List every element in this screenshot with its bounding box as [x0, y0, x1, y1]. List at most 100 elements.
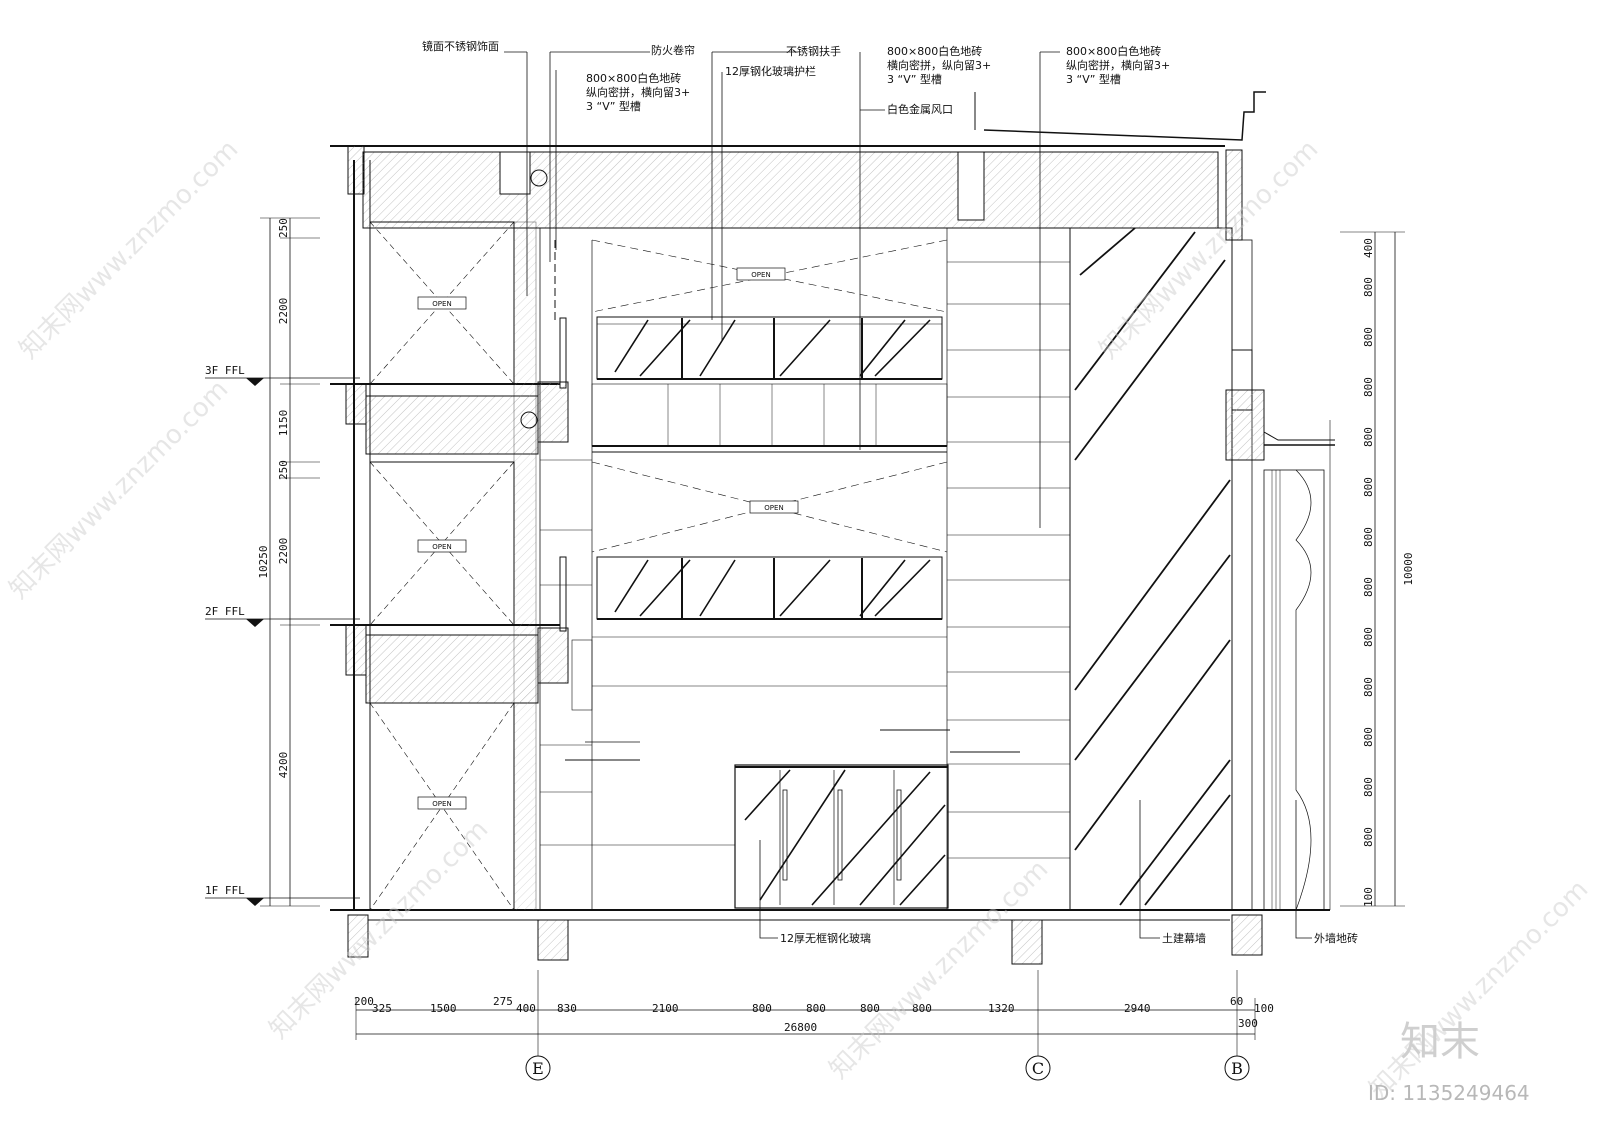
dim-bottom-13: 60	[1230, 995, 1243, 1008]
slab-2f	[330, 624, 569, 704]
dim-bottom-9: 800	[860, 1002, 880, 1015]
svg-text:知末网www.znzmo.com: 知末网www.znzmo.com	[1364, 874, 1595, 1105]
open-label-3: OPEN	[417, 796, 467, 810]
dim-right-13: 100	[1362, 887, 1375, 907]
svg-text:E: E	[532, 1059, 544, 1078]
mirror-steel-strip	[513, 169, 556, 911]
dim-right-10: 800	[1362, 727, 1375, 747]
label-tile-left-1: 800×800白色地砖	[586, 71, 681, 85]
label-tile-center-1: 800×800白色地砖	[887, 44, 982, 58]
open-label-2: OPEN	[417, 539, 467, 553]
bottom-dimension-chain: 200 325 1500 275 400 830 2100 800 800 80…	[354, 995, 1274, 1040]
dim-right-12: 800	[1362, 827, 1375, 847]
label-tile-right-1: 800×800白色地砖	[1066, 44, 1161, 58]
dim-left-total: 10250	[257, 545, 270, 578]
label-tile-center-2: 横向密拼，纵向留3+	[887, 58, 991, 72]
top-slab	[330, 145, 1225, 229]
svg-text:知末网www.znzmo.com: 知末网www.znzmo.com	[4, 374, 235, 605]
label-tile-right-3: 3 “V” 型槽	[1066, 72, 1121, 86]
frameless-glass-doors	[734, 764, 949, 909]
dim-bottom-sub: 300	[1238, 1017, 1258, 1030]
dim-right-5: 800	[1362, 477, 1375, 497]
dim-bottom-7: 800	[752, 1002, 772, 1015]
label-steel-handle: 不锈钢扶手	[786, 44, 841, 58]
dim-right-0: 400	[1362, 238, 1375, 258]
dim-bottom-1: 325	[372, 1002, 392, 1015]
dim-right-2: 800	[1362, 327, 1375, 347]
dim-bottom-3: 275	[493, 995, 513, 1008]
dim-bottom-12: 2940	[1124, 1002, 1151, 1015]
dim-right-1: 800	[1362, 277, 1375, 297]
glass-railing-2f	[596, 556, 943, 620]
label-mirror-steel: 镜面不锈钢饰面	[422, 39, 499, 53]
svg-text:OPEN: OPEN	[432, 543, 451, 551]
level-marker-1f: 1F FFL	[205, 884, 360, 906]
dim-left-3: 250	[277, 460, 290, 480]
dim-bottom-0: 200	[354, 995, 374, 1008]
dim-left-1: 2200	[277, 298, 290, 325]
svg-text:知末网www.znzmo.com: 知末网www.znzmo.com	[14, 134, 245, 365]
brand-logo: 知末	[1400, 1019, 1480, 1065]
dim-bottom-6: 2100	[652, 1002, 679, 1015]
svg-text:2F FFL: 2F FFL	[205, 605, 245, 618]
label-tile-left-3: 3 “V” 型槽	[586, 99, 641, 113]
dim-bottom-total: 26800	[784, 1021, 817, 1034]
svg-text:OPEN: OPEN	[432, 800, 451, 808]
svg-text:B: B	[1231, 1059, 1243, 1078]
level-marker-2f: 2F FFL	[205, 605, 360, 627]
atrium-void-upper: OPEN	[591, 239, 948, 313]
left-dimension-chain: 250 2200 1150 250 2200 4200 10250	[257, 217, 320, 907]
curtain-wall	[1069, 227, 1265, 911]
svg-text:1F FFL: 1F FFL	[205, 884, 245, 897]
label-curtain-wall: 土建幕墙	[1162, 931, 1206, 945]
dim-bottom-8: 800	[806, 1002, 826, 1015]
grid-axis-e: E	[525, 970, 551, 1081]
label-tile-center-3: 3 “V” 型槽	[887, 72, 942, 86]
svg-text:OPEN: OPEN	[764, 504, 783, 512]
dim-bottom-10: 800	[912, 1002, 932, 1015]
sprinkler-icon	[530, 169, 548, 187]
label-tile-right-2: 纵向密拼，横向留3+	[1066, 58, 1170, 72]
dim-right-7: 800	[1362, 577, 1375, 597]
svg-text:OPEN: OPEN	[432, 300, 451, 308]
dim-bottom-11: 1320	[988, 1002, 1015, 1015]
grid-axis-b: B	[1224, 970, 1250, 1081]
grid-axis-c: C	[1025, 970, 1051, 1081]
svg-text:C: C	[1032, 1059, 1044, 1078]
dim-right-8: 800	[1362, 627, 1375, 647]
dim-right-6: 800	[1362, 527, 1375, 547]
dim-left-4: 2200	[277, 538, 290, 565]
dim-bottom-2: 1500	[430, 1002, 457, 1015]
leader-lines	[504, 51, 1312, 939]
open-label-1: OPEN	[417, 296, 467, 310]
door-soffits	[565, 729, 1020, 761]
handrail-posts	[559, 317, 593, 711]
dim-left-0: 250	[277, 218, 290, 238]
atrium-void-lower: OPEN	[591, 461, 948, 553]
right-dimension-chain: 400 800 800 800 800 800 800 800 800 800 …	[1340, 231, 1415, 907]
dim-right-total: 10000	[1402, 552, 1415, 585]
label-metal-vent: 白色金属风口	[887, 102, 953, 116]
label-fire-shutter: 防火卷帘	[651, 43, 695, 57]
label-frameless-glass: 12厚无框钢化玻璃	[780, 931, 871, 945]
svg-text:知末网www.znzmo.com: 知末网www.znzmo.com	[824, 854, 1055, 1085]
dim-right-4: 800	[1362, 427, 1375, 447]
svg-text:3F FFL: 3F FFL	[205, 364, 245, 377]
dim-bottom-14: 100	[1254, 1002, 1274, 1015]
dim-bottom-4: 400	[516, 1002, 536, 1015]
asset-id: ID: 1135249464	[1368, 1081, 1530, 1105]
sprinkler-icon	[520, 411, 538, 429]
exterior-column	[1263, 420, 1335, 911]
roof-parapet	[974, 91, 1266, 241]
dim-left-2: 1150	[277, 410, 290, 437]
dim-left-5: 4200	[277, 752, 290, 779]
label-glass-rail: 12厚钢化玻璃护栏	[725, 64, 816, 78]
slab-edge-3f	[591, 383, 948, 453]
glass-railing-3f	[596, 316, 943, 380]
label-exterior-tile: 外墙地砖	[1314, 931, 1358, 945]
dim-right-11: 800	[1362, 777, 1375, 797]
dim-bottom-5: 830	[557, 1002, 577, 1015]
level-marker-3f: 3F FFL	[205, 364, 360, 386]
dim-right-3: 800	[1362, 377, 1375, 397]
